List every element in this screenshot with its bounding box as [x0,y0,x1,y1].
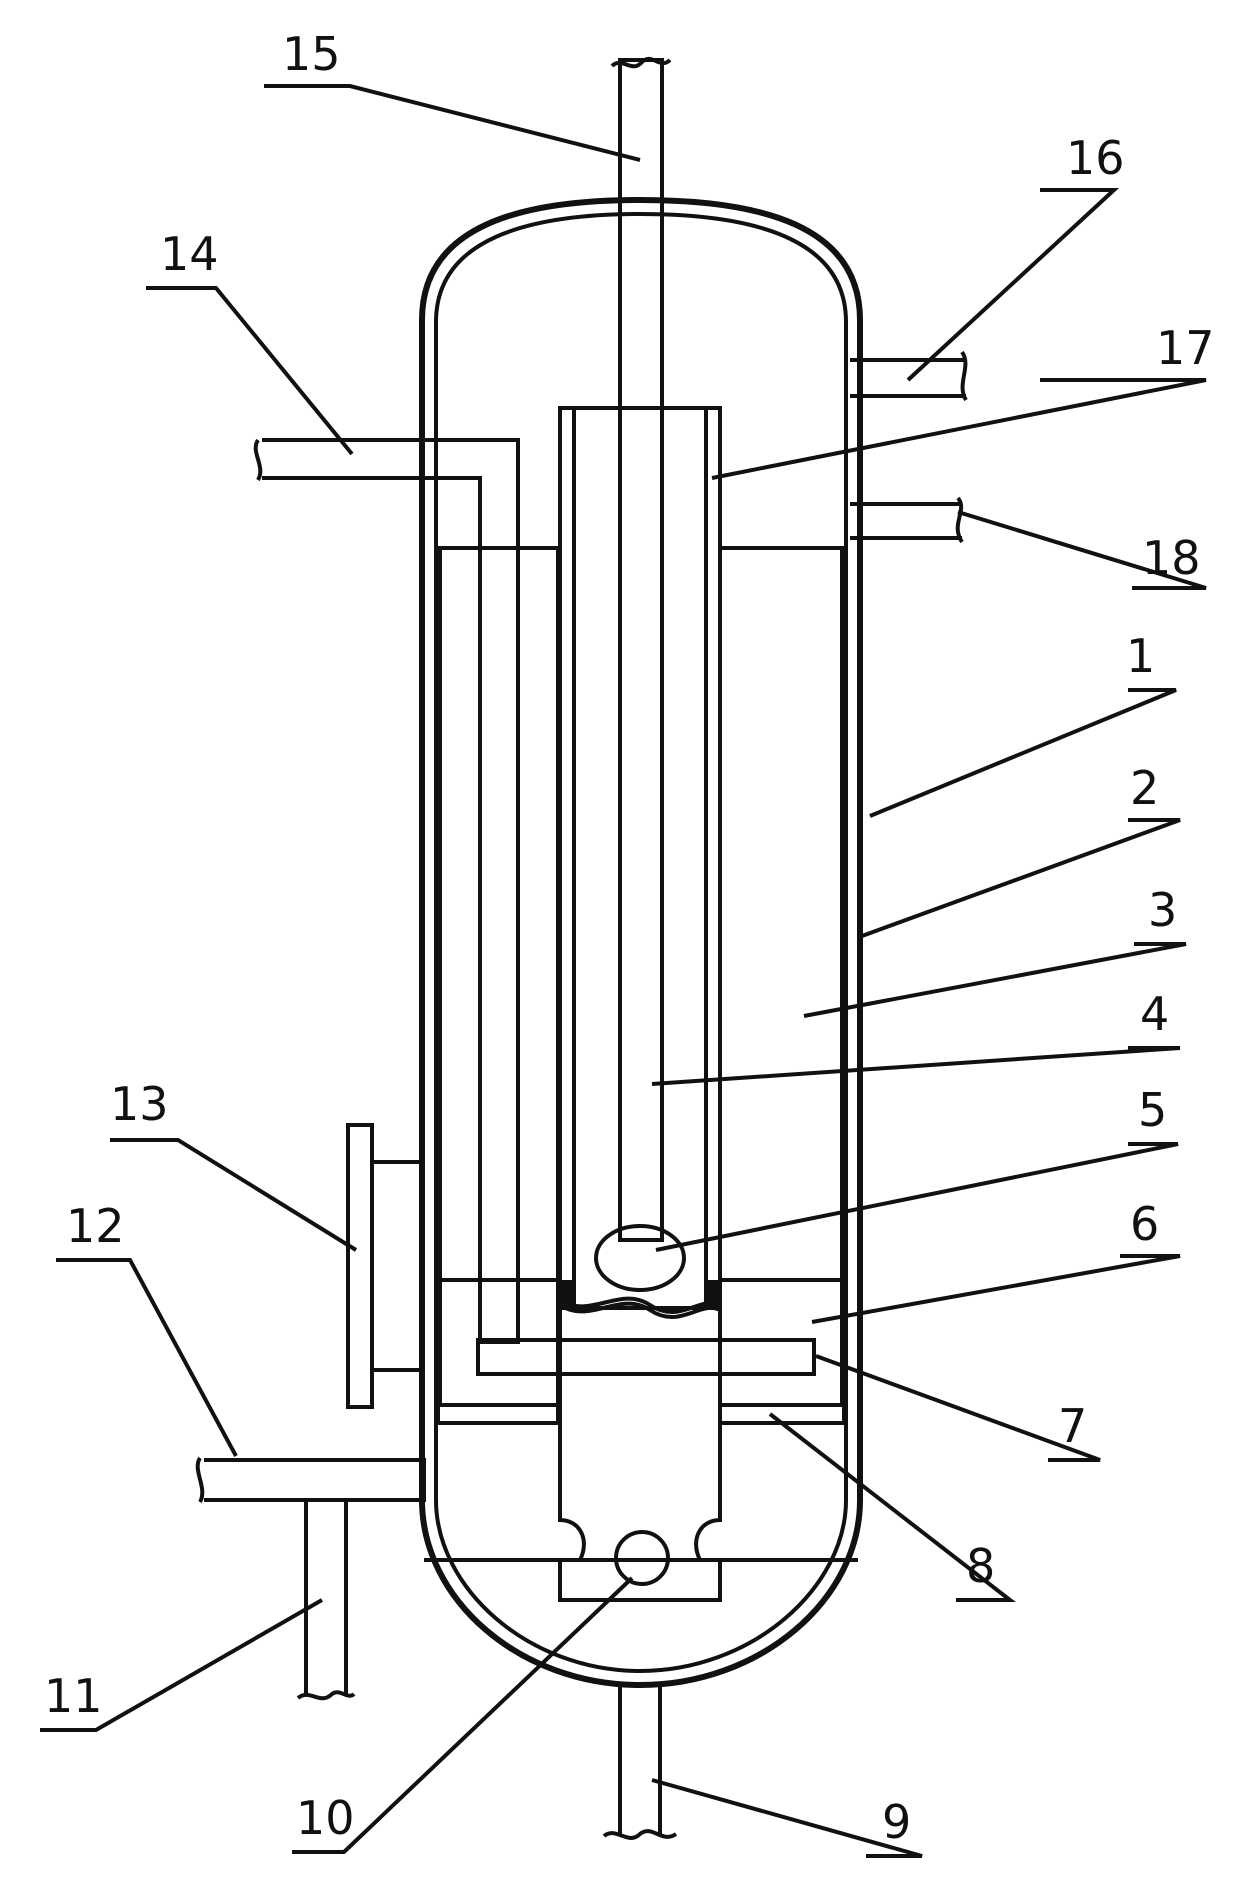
callout-16: 16 [1066,131,1125,185]
draft-tube-lower [558,1296,722,1602]
callout-14: 14 [160,227,219,281]
horizontal-distributor [476,1338,816,1376]
lower-outlet-pipe [850,496,964,544]
callout-10: 10 [296,1791,355,1845]
callout-5: 5 [1138,1083,1167,1137]
central-feed-pipe [610,56,672,1242]
side-inlet-pipe [195,1456,426,1503]
callout-11: 11 [44,1669,103,1723]
callout-15: 15 [282,27,341,81]
callout-labels: 15 16 17 14 18 1 2 3 4 5 6 7 8 13 12 11 … [44,27,1215,1849]
callout-8: 8 [966,1539,995,1593]
callout-7: 7 [1058,1399,1087,1453]
callout-3: 3 [1148,883,1177,937]
vessel-shell [419,196,863,1689]
callout-9: 9 [882,1795,911,1849]
side-feed-pipe [253,438,520,1344]
callout-6: 6 [1130,1197,1159,1251]
callout-17: 17 [1156,321,1215,375]
upper-outlet-pipe [850,350,968,402]
support-grid [436,1403,846,1425]
manhole-flange [346,1123,424,1409]
callout-1: 1 [1126,629,1155,683]
callout-4: 4 [1140,987,1169,1041]
leader-lines [40,84,1207,1858]
draft-tube [558,406,722,1310]
callout-18: 18 [1142,531,1201,585]
callout-2: 2 [1130,761,1159,815]
branch-pipe [296,1500,356,1701]
bottom-outlet-pipe [602,1684,678,1840]
callout-12: 12 [66,1199,125,1253]
bottom-inlet-opening [614,1530,670,1586]
callout-13: 13 [110,1077,169,1131]
catalyst-bed [438,546,844,1282]
distributor-nozzle [594,1224,686,1292]
